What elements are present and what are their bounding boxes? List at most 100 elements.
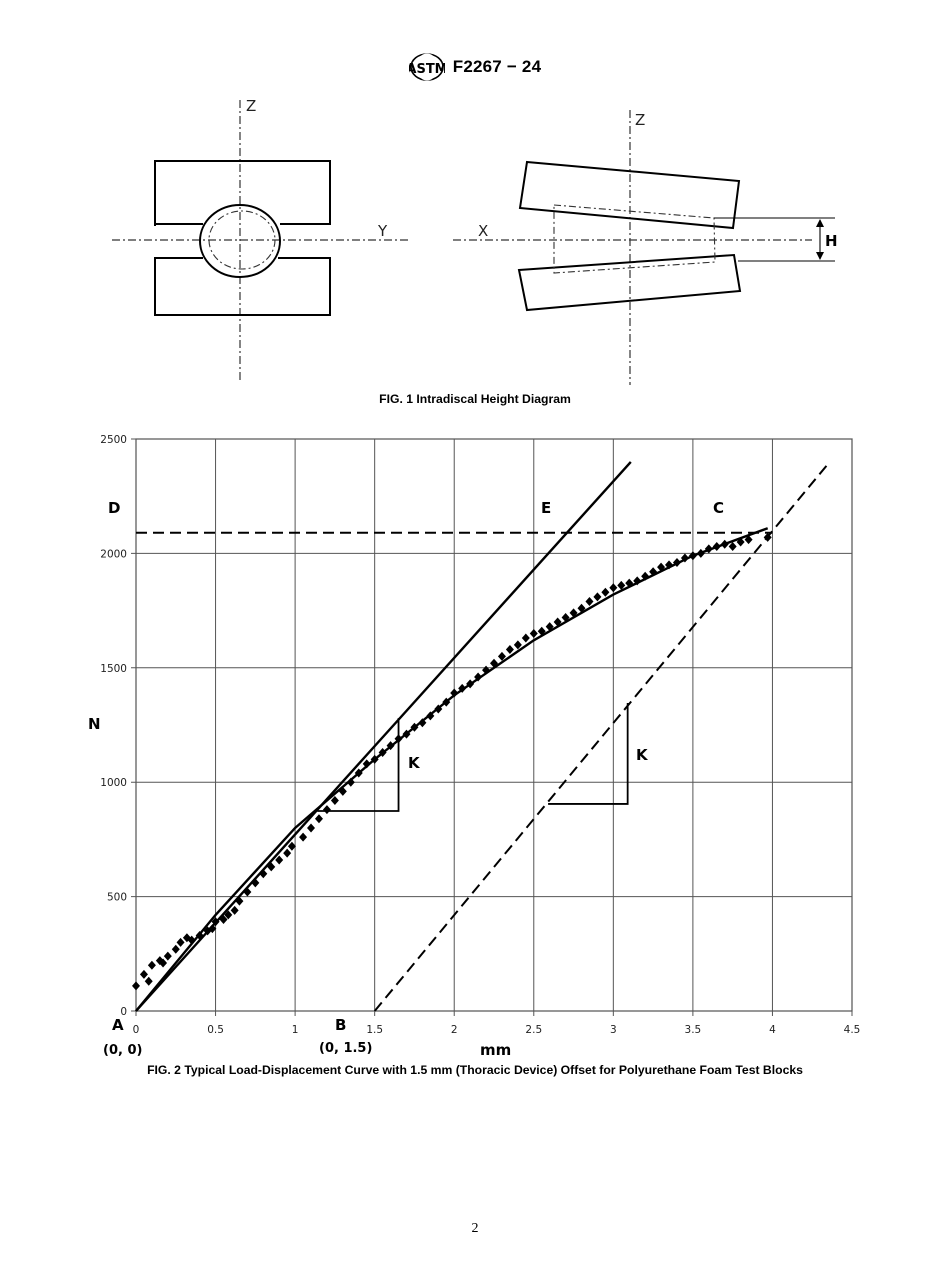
slope-triangle-k [548,703,629,805]
data-point-diamond [171,944,180,954]
data-point-diamond [545,622,554,632]
x-tick-label: 4.5 [844,1024,861,1036]
data-point-diamond [696,548,705,558]
left-view-diagram: Z Y [112,97,410,382]
x-tick-label: 0 [133,1024,140,1036]
h-label: H [825,232,838,250]
disc-space-outline [553,204,716,274]
data-point-diamond [601,587,610,597]
disc-outer [199,204,281,278]
data-point-diamond [235,896,244,906]
upper-block [154,160,331,226]
data-point-diamond [330,796,339,806]
data-point-diamond [275,855,284,865]
data-point-diamond [370,754,379,764]
data-point-diamond [593,592,602,602]
data-point-diamond [287,841,296,851]
data-point-diamond [450,688,459,698]
label-b-coord: (0, 1.5) [319,1041,372,1056]
data-point-diamond [553,617,562,627]
x-tick-label: 1 [292,1024,299,1036]
data-point-diamond [307,823,316,833]
data-point-diamond [402,729,411,739]
data-point-diamond [585,596,594,606]
data-point-diamond [712,542,721,552]
data-point-diamond [195,930,204,940]
data-point-diamond [704,544,713,554]
data-point-diamond [617,580,626,590]
disc-inner [208,210,276,270]
data-point-diamond [394,734,403,744]
data-point-diamond [259,869,268,879]
data-point-diamond [763,532,772,542]
y-tick-label: 1000 [100,777,127,789]
data-point-diamond [728,542,737,552]
data-point-diamond [474,672,483,682]
data-point-diamond [561,612,570,622]
data-point-diamond [482,665,491,675]
label-e: E [541,499,551,517]
data-point-diamond [442,697,451,707]
data-point-diamond [187,935,196,945]
data-point-diamond [299,832,308,842]
data-point-diamond [132,981,140,991]
data-point-diamond [521,633,530,643]
data-point-diamond [649,567,658,577]
data-point-diamond [497,651,506,661]
data-point-diamond [537,626,546,636]
label-a: A [112,1016,124,1034]
series-line [373,461,831,1012]
data-point-diamond [625,578,634,588]
x-tick-label: 2.5 [525,1024,542,1036]
data-point-diamond [211,917,220,927]
data-point-diamond [144,976,153,986]
y-tick-label: 0 [120,1006,127,1018]
data-point-diamond [159,958,168,968]
chart-data-points [132,532,772,991]
y-tick-label: 500 [107,892,127,904]
x-tick-label: 3 [610,1024,617,1036]
document-id: F2267 − 24 [452,57,542,76]
y-axis-title: N [88,715,101,733]
data-point-diamond [267,862,276,872]
data-point-diamond [163,951,172,961]
data-point-diamond [338,786,347,796]
right-view-diagram: H X Z [453,110,838,385]
data-point-diamond [529,628,538,638]
z-label-right: Z [635,111,645,129]
label-k-1: K [408,754,421,772]
data-point-diamond [147,960,156,970]
data-point-diamond [744,535,753,545]
data-point-diamond [224,910,233,920]
lower-block [154,257,331,316]
data-point-diamond [219,914,228,924]
data-point-diamond [386,741,395,751]
y-label: Y [377,222,388,240]
data-point-diamond [633,576,642,586]
data-point-diamond [410,722,419,732]
data-point-diamond [208,924,217,934]
data-point-diamond [466,679,475,689]
lower-tilted-block [517,253,742,312]
data-point-diamond [354,768,363,778]
data-point-diamond [720,539,729,549]
label-k-2: K [636,746,649,764]
z-label-left: Z [246,97,256,115]
x-tick-label: 1.5 [366,1024,383,1036]
data-point-diamond [505,644,514,654]
slope-triangle-k [317,718,400,812]
data-point-diamond [688,551,697,561]
x-tick-label: 0.5 [207,1024,224,1036]
data-point-diamond [609,583,618,593]
upper-tilted-block [518,160,741,230]
data-point-diamond [490,658,498,668]
data-point-diamond [426,711,435,721]
data-point-diamond [577,603,586,613]
page-number: 2 [471,1221,479,1236]
data-point-diamond [569,608,578,618]
data-point-diamond [672,558,681,568]
astm-logo-icon: ASTM [409,53,445,81]
data-point-diamond [434,704,443,714]
data-point-diamond [139,969,148,979]
data-point-diamond [641,571,650,581]
